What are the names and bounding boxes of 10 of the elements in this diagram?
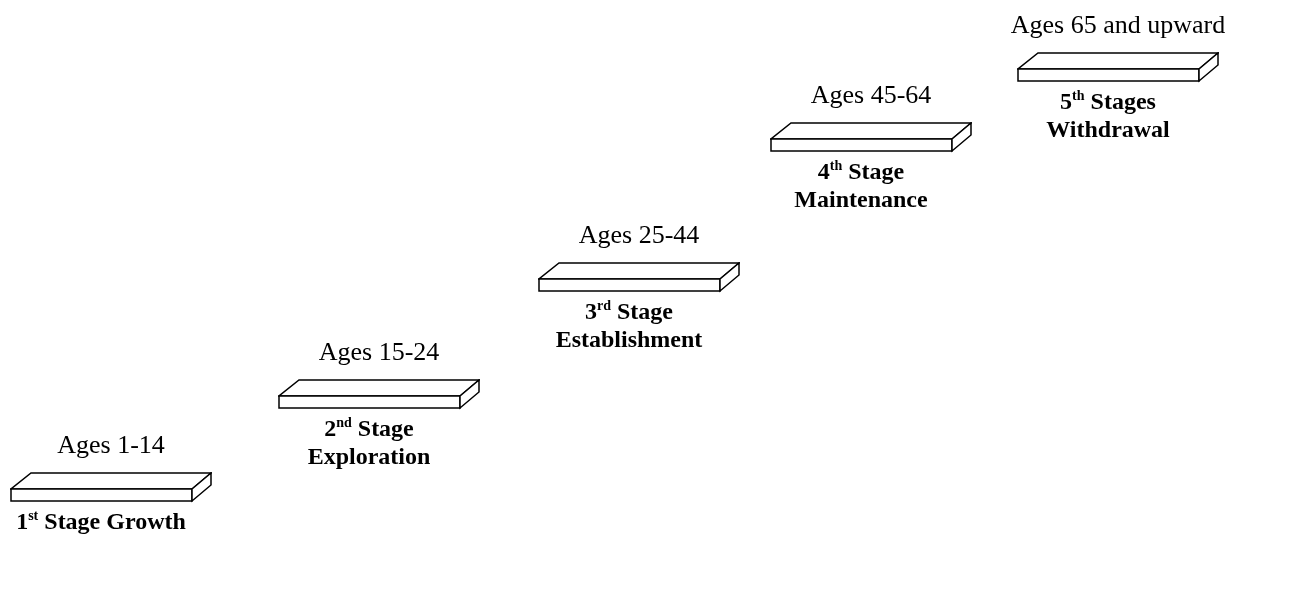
stage-label: 5$^{th}$ Stages Withdrawal (1045, 87, 1171, 143)
age-label: Ages 1-14 (57, 430, 165, 460)
age-label: Ages 25-44 (578, 220, 700, 250)
age-label: Ages 65 and upward (1010, 10, 1226, 40)
age-label: Ages 45-64 (810, 80, 932, 110)
stage-label: 1$^{st}$ Stage Growth (15, 507, 187, 535)
stage-label: 4$^{th}$ Stage Maintenance (793, 157, 929, 213)
age-label: Ages 15-24 (318, 337, 440, 367)
stage-label: 3$^{rd}$ Stage Establishment (554, 297, 704, 353)
stage-label: 2$^{nd}$ Stage Exploration (306, 414, 432, 470)
